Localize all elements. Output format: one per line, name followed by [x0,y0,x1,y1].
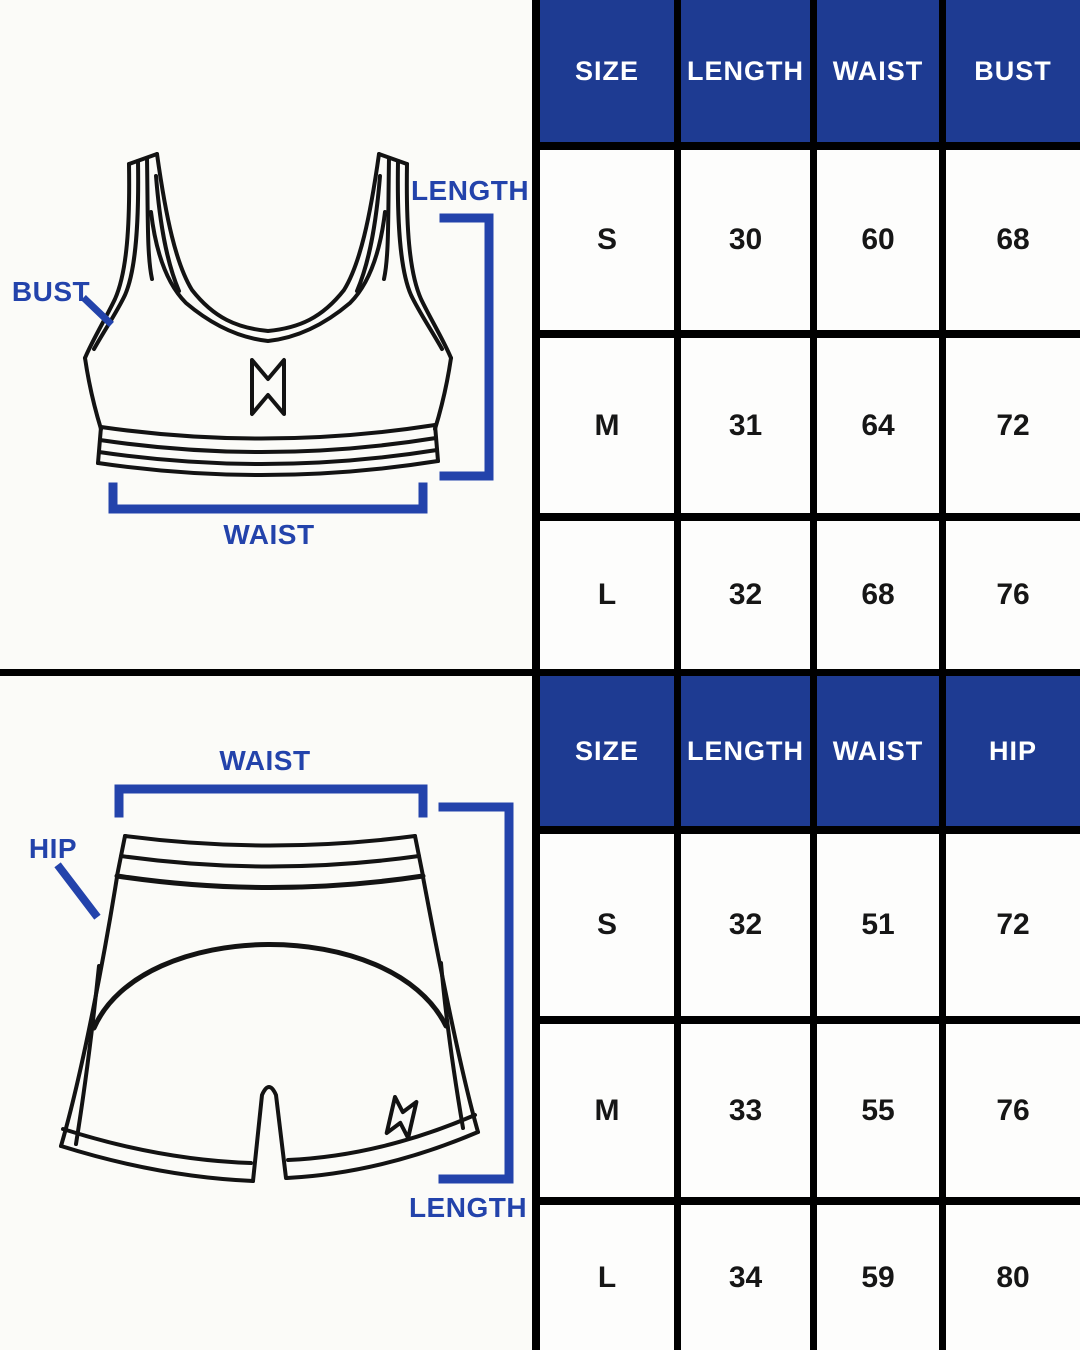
bra-table-header-waist: WAIST [817,0,939,142]
brand-logo-icon [384,1095,419,1141]
hip-pointer-line [54,862,101,920]
table-cell: 72 [946,338,1080,513]
outline-path [413,834,425,878]
outline-path [115,834,127,878]
outline-path [119,854,421,869]
outline-path [433,423,440,463]
outline-path [98,436,438,455]
table-cell: L [540,521,674,669]
outline-path [286,1113,477,1162]
waist-bracket [108,482,428,514]
outline-path [155,152,381,333]
bust-label: BUST [12,276,90,307]
table-cell: 76 [946,521,1080,669]
outline-path [97,448,439,467]
table-cell: 31 [681,338,810,513]
shorts-diagram: WAIST HIP LENGTH [29,745,527,1223]
table-cell: 64 [817,338,939,513]
outline-path [382,156,391,281]
shorts-outline-drawing [59,834,480,1183]
outline-path [59,875,119,1148]
table-cell: 59 [817,1205,939,1350]
table-cell: 76 [946,1024,1080,1197]
outline-path [92,159,141,351]
shorts-table-header-hip: HIP [946,676,1080,826]
table-cell: M [540,338,674,513]
shorts-table-header-waist: WAIST [817,676,939,826]
table-cell: 68 [817,521,939,669]
shorts-table-header-length: LENGTH [681,676,810,826]
outline-path [96,459,440,478]
outline-path [99,423,437,441]
table-cell: 30 [681,150,810,330]
table-cell: M [540,1024,674,1197]
bust-pointer-line [81,295,114,327]
outline-path [251,1085,288,1183]
bra-outline-drawing [83,152,453,478]
table-cell: 72 [946,834,1080,1016]
length-label: LENGTH [409,1192,527,1223]
bra-size-table: SIZE LENGTH WAIST BUST S 30 60 68 M 31 6… [532,0,1080,669]
outline-path [404,162,453,360]
table-cell: 80 [946,1205,1080,1350]
waist-label: WAIST [219,745,310,776]
table-cell: 51 [817,834,939,1016]
table-cell: 32 [681,521,810,669]
shorts-annotations: WAIST HIP LENGTH [29,745,527,1223]
hip-label: HIP [29,833,77,864]
table-cell: L [540,1205,674,1350]
waist-bracket [114,784,428,818]
outline-path [154,174,181,293]
brand-logo-icon [250,358,286,416]
table-cell: 60 [817,150,939,330]
outline-path [433,356,453,431]
outline-path [91,942,449,1031]
outline-path [61,1127,253,1165]
length-label: LENGTH [411,175,529,206]
outline-path [114,873,426,890]
outline-path [355,174,382,293]
table-cell: 34 [681,1205,810,1350]
table-cell: 32 [681,834,810,1016]
waist-label: WAIST [223,519,314,550]
table-cell: 68 [946,150,1080,330]
shorts-size-table: SIZE LENGTH WAIST HIP S 32 51 72 M 33 55… [532,676,1080,1350]
bra-table-header-bust: BUST [946,0,1080,142]
outline-path [74,964,101,1146]
outline-path [421,875,480,1134]
length-bracket [439,213,494,481]
table-cell: 33 [681,1024,810,1197]
outline-path [145,156,154,281]
table-cell: S [540,150,674,330]
outline-path [59,1144,255,1183]
length-bracket [438,802,514,1184]
bra-annotations: BUST LENGTH WAIST [12,175,529,550]
table-cell: S [540,834,674,1016]
outline-path [395,159,444,351]
shorts-table-header-size: SIZE [540,676,674,826]
outline-path [377,152,409,166]
bra-diagram: BUST LENGTH WAIST [12,152,529,550]
outline-path [123,834,417,848]
outline-path [285,1130,480,1180]
outline-path [127,152,159,166]
bra-table-header-length: LENGTH [681,0,810,142]
bra-table-header-size: SIZE [540,0,674,142]
section-divider [0,669,1080,676]
outline-path [83,356,103,431]
outline-path [439,961,465,1130]
outline-path [83,162,132,360]
table-cell: 55 [817,1024,939,1197]
outline-path [149,210,387,343]
outline-path [96,425,103,465]
